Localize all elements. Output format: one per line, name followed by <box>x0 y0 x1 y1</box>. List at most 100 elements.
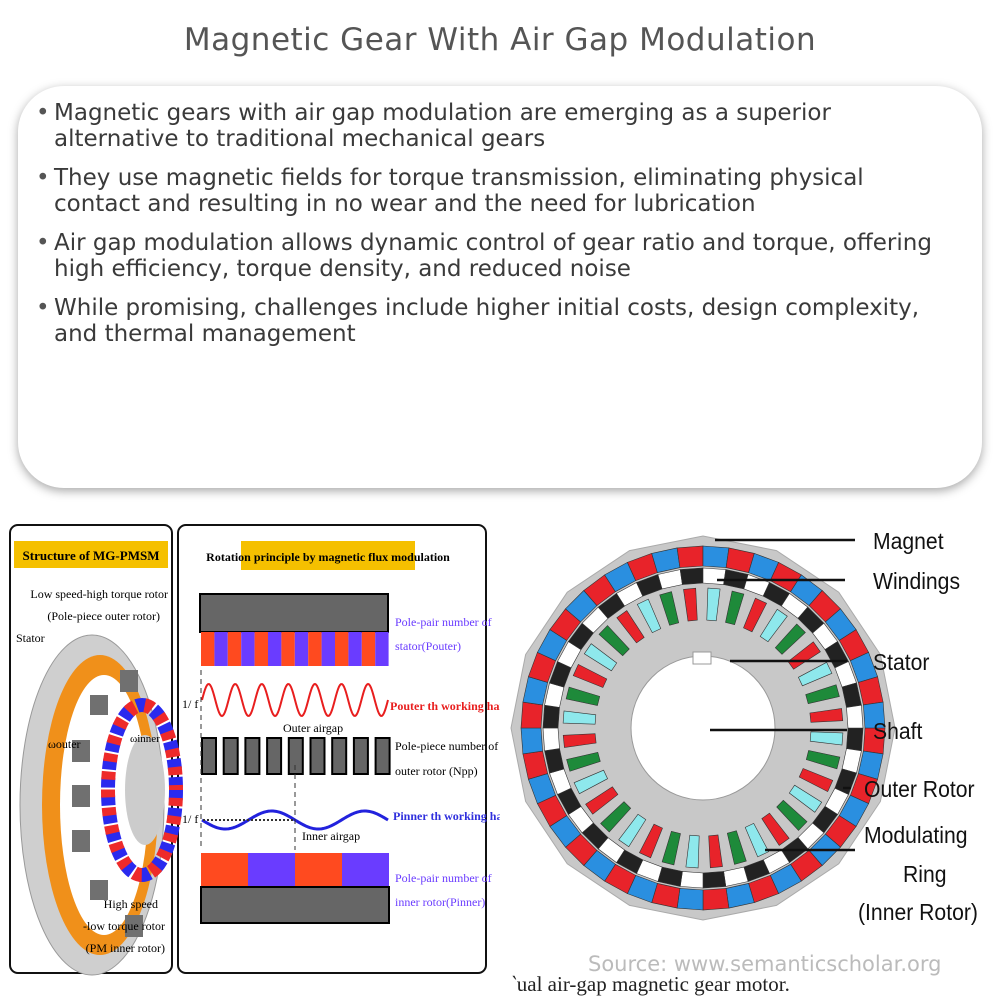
stator-pole <box>321 632 335 666</box>
stator-pole <box>335 632 349 666</box>
outer-rotor-segment <box>702 871 727 889</box>
pole-piece <box>201 737 217 775</box>
pole-piece <box>331 737 348 775</box>
pole-piece <box>309 737 326 775</box>
inner-airgap-label: Inner airgap <box>302 829 360 843</box>
principle-title: Rotation principle by magnetic flux modu… <box>206 550 450 564</box>
high-speed-label-3: (PM inner rotor) <box>86 941 165 955</box>
winding <box>562 710 597 725</box>
mg-pmsm-figure: Structure of MG-PMSM Rotation principle … <box>9 524 500 976</box>
outer-rotor-segment <box>542 704 560 729</box>
winding <box>809 731 844 746</box>
label-outer-rotor: Outer Rotor <box>864 776 975 802</box>
stator-pole <box>375 632 389 666</box>
source-credit: Source: www.semanticscholar.org <box>588 952 942 976</box>
stator-pole <box>281 632 295 666</box>
outer-rotor-segment <box>846 704 864 729</box>
outer-harmonic-label: Pouter th working harmonic <box>390 699 500 713</box>
winding <box>598 625 630 657</box>
pole-piece <box>266 737 283 775</box>
winding <box>805 684 840 705</box>
page-title: Magnetic Gear With Air Gap Modulation <box>183 22 817 58</box>
stator-label: Stator <box>16 631 45 645</box>
omega-inner-label: ωinner <box>130 733 160 745</box>
pole-piece-label: Pole-piece number of <box>395 739 498 753</box>
pole-pair-inner-label-2: inner rotor(Pinner) <box>395 895 485 909</box>
stator-pole <box>227 632 242 666</box>
structure-banner <box>14 541 168 568</box>
low-speed-rotor-label: Low speed-high torque rotor <box>30 587 168 601</box>
stator-pole <box>201 632 215 666</box>
outer-rotor-segment <box>679 567 704 585</box>
low-speed-rotor-sub: (Pole-piece outer rotor) <box>47 609 160 623</box>
magnet <box>520 727 543 755</box>
winding <box>636 598 662 633</box>
bullet-item: Air gap modulation allows dynamic contro… <box>36 230 956 282</box>
omega-outer-label: ωouter <box>48 737 81 751</box>
pole-pair-inner-label: Pole-pair number of <box>395 871 492 885</box>
pole-piece <box>352 737 369 775</box>
winding <box>565 686 601 706</box>
winding <box>566 751 601 772</box>
magnet <box>676 888 704 911</box>
stator-pole <box>348 632 362 666</box>
pole-piece-label-2: outer rotor (Npp) <box>395 764 478 778</box>
label-magnet: Magnet <box>873 528 944 554</box>
outer-rotor-segment <box>702 567 727 585</box>
winding <box>774 623 806 655</box>
high-speed-label-2: -low torque rotor <box>83 919 165 933</box>
winding <box>572 663 608 688</box>
summary-card <box>18 86 982 488</box>
pole-piece <box>244 737 261 775</box>
outer-rotor-segment <box>846 727 864 752</box>
winding <box>759 608 788 643</box>
winding <box>638 823 663 859</box>
figure-caption: ‵ual air-gap magnetic gear motor. <box>512 972 790 996</box>
winding <box>706 587 721 622</box>
stator-pole <box>268 632 282 666</box>
high-speed-label: High speed <box>104 897 158 911</box>
dual-airgap-gear-figure <box>510 535 896 921</box>
winding <box>805 750 841 770</box>
winding <box>708 834 723 869</box>
bullet-list: Magnetic gears with air gap modulation a… <box>36 100 956 360</box>
pole-piece <box>374 737 391 775</box>
principle-banner <box>241 541 415 570</box>
winding <box>798 661 833 687</box>
winding <box>776 799 808 831</box>
label-shaft: Shaft <box>873 718 923 744</box>
bullet-item: While promising, challenges include high… <box>36 295 956 347</box>
stator-pole <box>254 632 268 666</box>
pole-piece <box>222 737 239 775</box>
label-stator: Stator <box>873 649 930 675</box>
stator-pole <box>214 632 228 666</box>
period-label-2: 1/ f <box>182 812 198 826</box>
winding <box>618 813 647 848</box>
label-ring: Ring <box>903 861 947 887</box>
winding <box>761 812 790 846</box>
winding <box>573 769 608 795</box>
winding <box>788 784 823 813</box>
structure-title: Structure of MG-PMSM <box>23 548 160 563</box>
winding <box>600 801 632 833</box>
magnet <box>520 701 543 729</box>
winding <box>744 823 770 858</box>
outer-rotor-segment <box>679 871 704 889</box>
winding <box>616 610 645 644</box>
stator-pole <box>241 632 255 666</box>
winding <box>725 590 745 626</box>
winding <box>683 587 698 622</box>
magnet <box>702 545 730 568</box>
outer-airgap-label: Outer airgap <box>283 721 343 735</box>
magnet <box>863 701 886 729</box>
winding <box>583 643 618 672</box>
period-label: 1/ f <box>182 697 198 711</box>
winding <box>726 830 747 865</box>
magnet <box>702 888 730 911</box>
stator-pole <box>294 632 309 666</box>
winding <box>585 786 619 815</box>
outer-rotor-segment <box>542 727 560 752</box>
stator-pole <box>361 632 376 666</box>
winding <box>809 708 844 723</box>
winding <box>685 834 700 869</box>
